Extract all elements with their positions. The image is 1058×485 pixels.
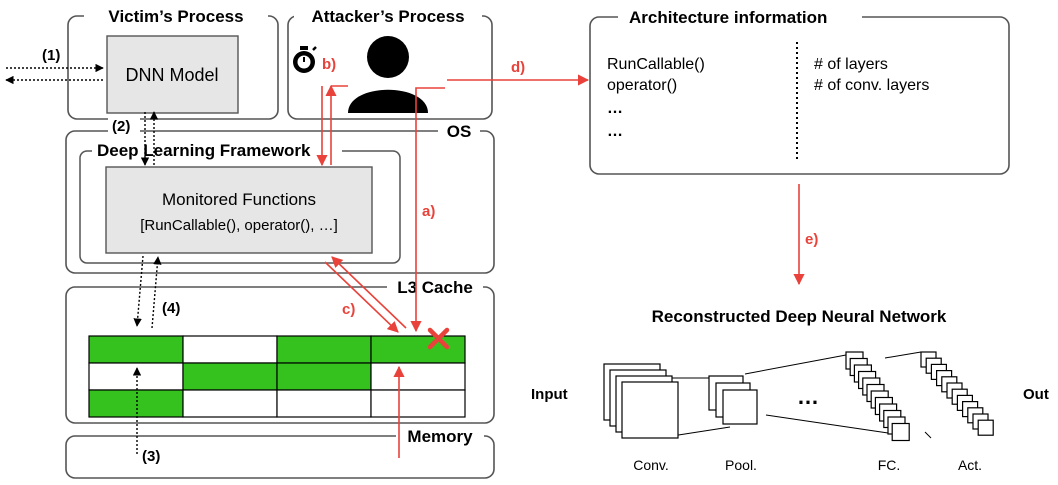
layer-connector [765,414,889,434]
cache-line-cell [370,362,466,391]
monitored-functions-box [105,166,373,254]
arch-function-item: … [607,123,623,140]
step-4-arrow-up [151,256,162,329]
victim-process-label: Victim’s Process [108,7,243,26]
memory-box [65,435,495,479]
framework-label: Deep Learning Framework [97,141,311,160]
step-c-arrow-out [324,261,399,333]
cache-line-cell [88,389,184,418]
stopwatch-icon [293,46,317,73]
l3-cache-label: L3 Cache [397,278,473,297]
dnn-model-label: DNN Model [125,65,218,85]
user-silhouette-icon [348,36,428,113]
step-c-label: c) [342,301,355,318]
step-b-label: b) [322,56,336,73]
step-d-label: d) [511,59,525,76]
cross-mark-icon [427,327,450,350]
cache-line-cell [182,362,278,391]
os-label: OS [447,122,472,141]
layer-label-act: Act. [958,457,982,473]
attacker-process-label: Attacker’s Process [311,7,464,26]
cache-line-cell [276,335,372,364]
monitored-functions-list: [RunCallable(), operator(), …] [140,217,338,234]
cache-line-cell [370,335,466,364]
layer-connector [744,354,847,375]
l3-cache-box [65,286,495,424]
layer-connector [671,426,731,437]
step-a-arrow [410,87,445,333]
step-4-label: (4) [162,300,180,317]
cache-line-cell [276,362,372,391]
layer-label-conv: Conv. [633,457,669,473]
cache-line-cell [88,335,184,364]
step-3-label: (3) [142,448,160,465]
monitored-functions-title: Monitored Functions [162,190,316,209]
pool-layer-stack [708,375,758,425]
architecture-info-title: Architecture information [629,8,827,27]
cache-line-cell [88,362,184,391]
fc-layer-stack [845,351,910,442]
cache-line-cell [182,389,278,418]
layer-label-fc: FC. [878,457,901,473]
arch-attribute-item: # of layers [814,56,888,73]
network-ellipsis: … [797,384,819,409]
network-input-label: Input [531,386,568,403]
network-output-label: Out [1023,386,1049,403]
network-title: Reconstructed Deep Neural Network [652,307,947,326]
memory-label: Memory [407,427,473,446]
conv-layer-stack [603,363,679,439]
step-1-label: (1) [42,47,60,64]
network-layers [603,351,994,442]
dnn-model-box [106,35,239,114]
cache-line-cell [276,389,372,418]
step-4-arrow-down [133,255,144,327]
layer-connector [924,431,932,439]
step-c-arrow-in [331,256,407,329]
layer-connector [884,351,922,359]
step-2-label: (2) [112,118,130,135]
arch-function-item: operator() [607,77,677,94]
layer-label-pool: Pool. [725,457,757,473]
cache-line-cell [182,335,278,364]
arch-attribute-item: # of conv. layers [814,77,929,94]
step-a-label: a) [422,203,435,220]
arch-function-item: … [607,100,623,117]
architecture-info-box [589,16,1010,175]
act-layer-stack [920,351,994,436]
step-e-label: e) [805,231,818,248]
arch-function-item: RunCallable() [607,56,705,73]
cache-grid [88,335,466,418]
os-box [65,130,495,274]
cache-line-cell [370,389,466,418]
